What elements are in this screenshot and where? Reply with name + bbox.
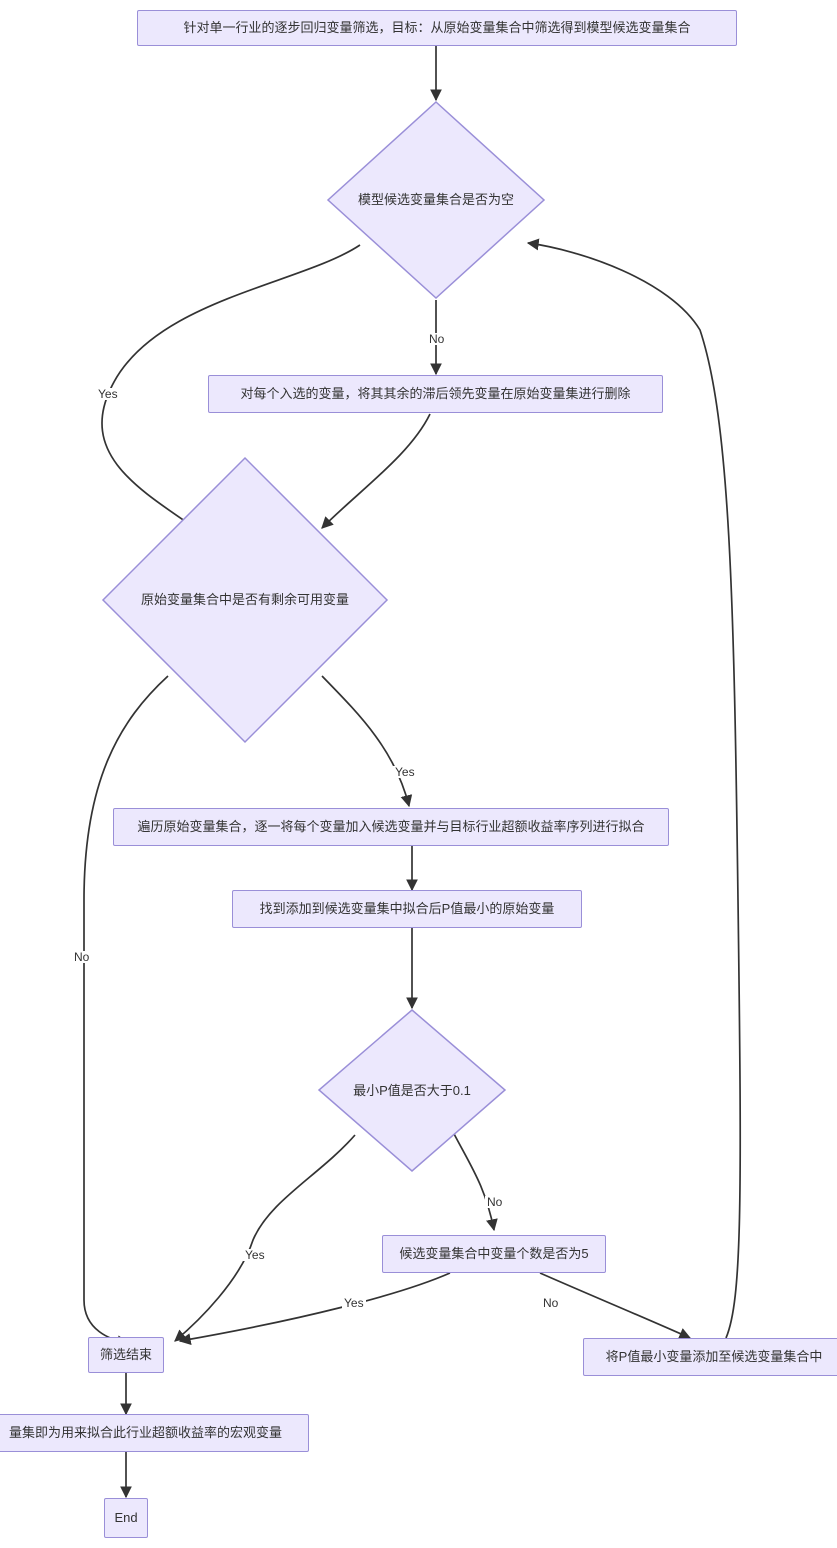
diamond-shape bbox=[317, 1009, 507, 1172]
edge-label-d4-yes: Yes bbox=[342, 1296, 366, 1310]
node-decision-minp-gt-threshold[interactable]: 最小P值是否大于0.1 bbox=[317, 1008, 507, 1173]
node-start[interactable]: 针对单一行业的逐步回归变量筛选，目标：从原始变量集合中筛选得到模型候选变量集合 bbox=[137, 10, 737, 46]
edge-label-d3-yes: Yes bbox=[243, 1248, 267, 1262]
edge-d2-to-finish-no bbox=[83, 675, 169, 1348]
node-decision-candidate-count-is-five[interactable]: 候选变量集合中变量个数是否为5 bbox=[382, 1235, 606, 1273]
edge-label-d3-no: No bbox=[485, 1195, 505, 1209]
node-remove-lag-lead-vars[interactable]: 对每个入选的变量，将其其余的滞后领先变量在原始变量集进行删除 bbox=[208, 375, 663, 413]
edge-addvar-to-d1 bbox=[526, 238, 742, 1339]
node-traverse-original-set[interactable]: 遍历原始变量集合，逐一将每个变量加入候选变量并与目标行业超额收益率序列进行拟合 bbox=[113, 808, 669, 846]
edge-d3-to-d4-no bbox=[451, 1129, 498, 1232]
edge-removelag-to-d2 bbox=[321, 413, 431, 529]
edge-label-d2-no: No bbox=[72, 950, 92, 964]
node-end-label: End bbox=[114, 1510, 138, 1526]
edge-label-d4-no: No bbox=[541, 1296, 561, 1310]
edge-label-d1-no: No bbox=[427, 332, 447, 346]
node-result-macro-vars[interactable]: 量集即为用来拟合此行业超额收益率的宏观变量 bbox=[0, 1414, 309, 1452]
node-result-macro-vars-label: 量集即为用来拟合此行业超额收益率的宏观变量 bbox=[8, 1425, 282, 1441]
node-selection-finished[interactable]: 筛选结束 bbox=[88, 1337, 164, 1373]
edge-label-d1-yes: Yes bbox=[96, 387, 120, 401]
diamond-shape bbox=[101, 456, 389, 744]
edge-d2-to-traverse-yes bbox=[321, 675, 413, 808]
node-selection-finished-label: 筛选结束 bbox=[99, 1347, 152, 1363]
diamond-shape bbox=[326, 100, 546, 300]
node-end[interactable]: End bbox=[104, 1498, 148, 1538]
node-traverse-original-set-label: 遍历原始变量集合，逐一将每个变量加入候选变量并与目标行业超额收益率序列进行拟合 bbox=[137, 819, 645, 835]
node-add-min-pvalue-var[interactable]: 将P值最小变量添加至候选变量集合中 bbox=[583, 1338, 837, 1376]
node-decision-remaining-vars[interactable]: 原始变量集合中是否有剩余可用变量 bbox=[100, 455, 390, 745]
node-start-label: 针对单一行业的逐步回归变量筛选，目标：从原始变量集合中筛选得到模型候选变量集合 bbox=[183, 20, 691, 36]
node-decision-candidate-set-empty-label: 模型候选变量集合是否为空 bbox=[357, 192, 514, 208]
node-decision-minp-gt-threshold-label: 最小P值是否大于0.1 bbox=[353, 1082, 471, 1098]
node-find-min-pvalue-var-label: 找到添加到候选变量集中拟合后P值最小的原始变量 bbox=[259, 901, 555, 917]
edge-d3-to-finish-yes bbox=[174, 1134, 356, 1342]
node-decision-candidate-count-is-five-label: 候选变量集合中变量个数是否为5 bbox=[399, 1246, 589, 1262]
node-decision-candidate-set-empty[interactable]: 模型候选变量集合是否为空 bbox=[326, 100, 546, 300]
node-remove-lag-lead-vars-label: 对每个入选的变量，将其其余的滞后领先变量在原始变量集进行删除 bbox=[240, 386, 631, 402]
edge-label-d2-yes: Yes bbox=[393, 765, 417, 779]
node-find-min-pvalue-var[interactable]: 找到添加到候选变量集中拟合后P值最小的原始变量 bbox=[232, 890, 582, 928]
edge-d1-to-d2-yes bbox=[101, 244, 361, 529]
node-add-min-pvalue-var-label: 将P值最小变量添加至候选变量集合中 bbox=[605, 1349, 823, 1365]
edge-d4-to-addvar-no bbox=[539, 1272, 692, 1340]
node-decision-remaining-vars-label: 原始变量集合中是否有剩余可用变量 bbox=[140, 592, 349, 608]
edge-d4-to-finish-yes bbox=[178, 1272, 451, 1346]
